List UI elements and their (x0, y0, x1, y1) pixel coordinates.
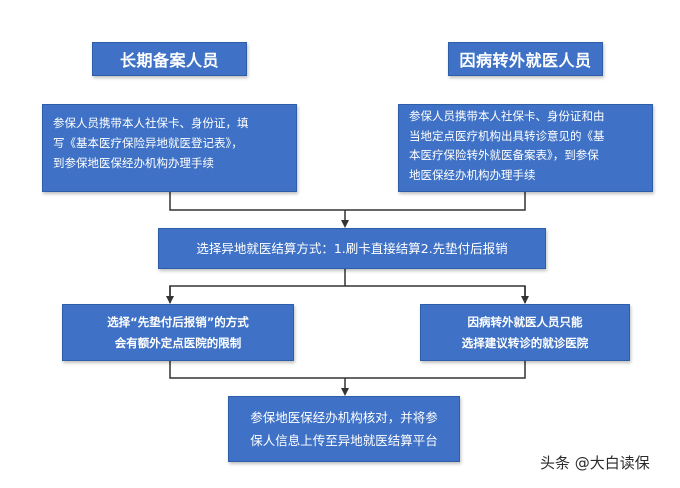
step4-line: 保人信息上传至异地就医结算平台 (250, 433, 438, 448)
connector-left-down (169, 361, 345, 379)
watermark: 头条 @大白读保 (540, 454, 650, 472)
step1-left-box: 参保人员携带本人社保卡、身份证，填 写《基本医疗保险异地就医登记表》， 到参保地… (42, 104, 297, 192)
header-right-label: 因病转外就医人员 (459, 51, 592, 70)
step3-left-line: 选择“先垫付后报销”的方式 (107, 314, 249, 329)
step1-right-line: 地医保经办机构办理手续 (409, 167, 536, 182)
header-left-label: 长期备案人员 (119, 51, 219, 70)
connector-right-down (345, 361, 526, 379)
step1-right-line: 当地定点医疗机构出具转诊意见的《基 (409, 128, 605, 143)
step1-right-line: 本医疗保险转外就医备案表》，到参保 (409, 148, 599, 162)
step3-left-box: 选择“先垫付后报销”的方式 会有额外定点医院的限制 (62, 304, 294, 361)
step1-left-line: 参保人员携带本人社保卡、身份证，填 (53, 116, 249, 130)
step1-right-line: 参保人员携带本人社保卡、身份证和由 (409, 109, 605, 123)
step1-left-line: 写《基本医疗保险异地就医登记表》， (53, 136, 243, 150)
step1-right-box: 参保人员携带本人社保卡、身份证和由 当地定点医疗机构出具转诊意见的《基 本医疗保… (398, 104, 653, 192)
header-transfer-patients: 因病转外就医人员 (448, 42, 603, 76)
step3-right-line: 因病转外就医人员只能 (467, 314, 583, 329)
step3-right-line: 选择建议转诊的就诊医院 (461, 335, 589, 350)
step2-settlement-method-box: 选择异地就医结算方式：1.刷卡直接结算2.先垫付后报销 (158, 228, 546, 269)
step2-text: 选择异地就医结算方式：1.刷卡直接结算2.先垫付后报销 (196, 241, 508, 256)
header-long-term-residents: 长期备案人员 (92, 42, 247, 76)
connector-right-to-merge (345, 192, 526, 211)
step4-final-box: 参保地医保经办机构核对，并将参 保人信息上传至异地就医结算平台 (228, 396, 460, 462)
step4-line: 参保地医保经办机构核对，并将参 (250, 410, 438, 425)
connector-left-to-merge (169, 192, 345, 211)
connector-split (169, 285, 526, 303)
step3-left-line: 会有额外定点医院的限制 (114, 335, 242, 350)
step1-left-line: 到参保地医保经办机构办理手续 (53, 156, 214, 170)
step3-right-box: 因病转外就医人员只能 选择建议转诊的就诊医院 (420, 304, 630, 361)
